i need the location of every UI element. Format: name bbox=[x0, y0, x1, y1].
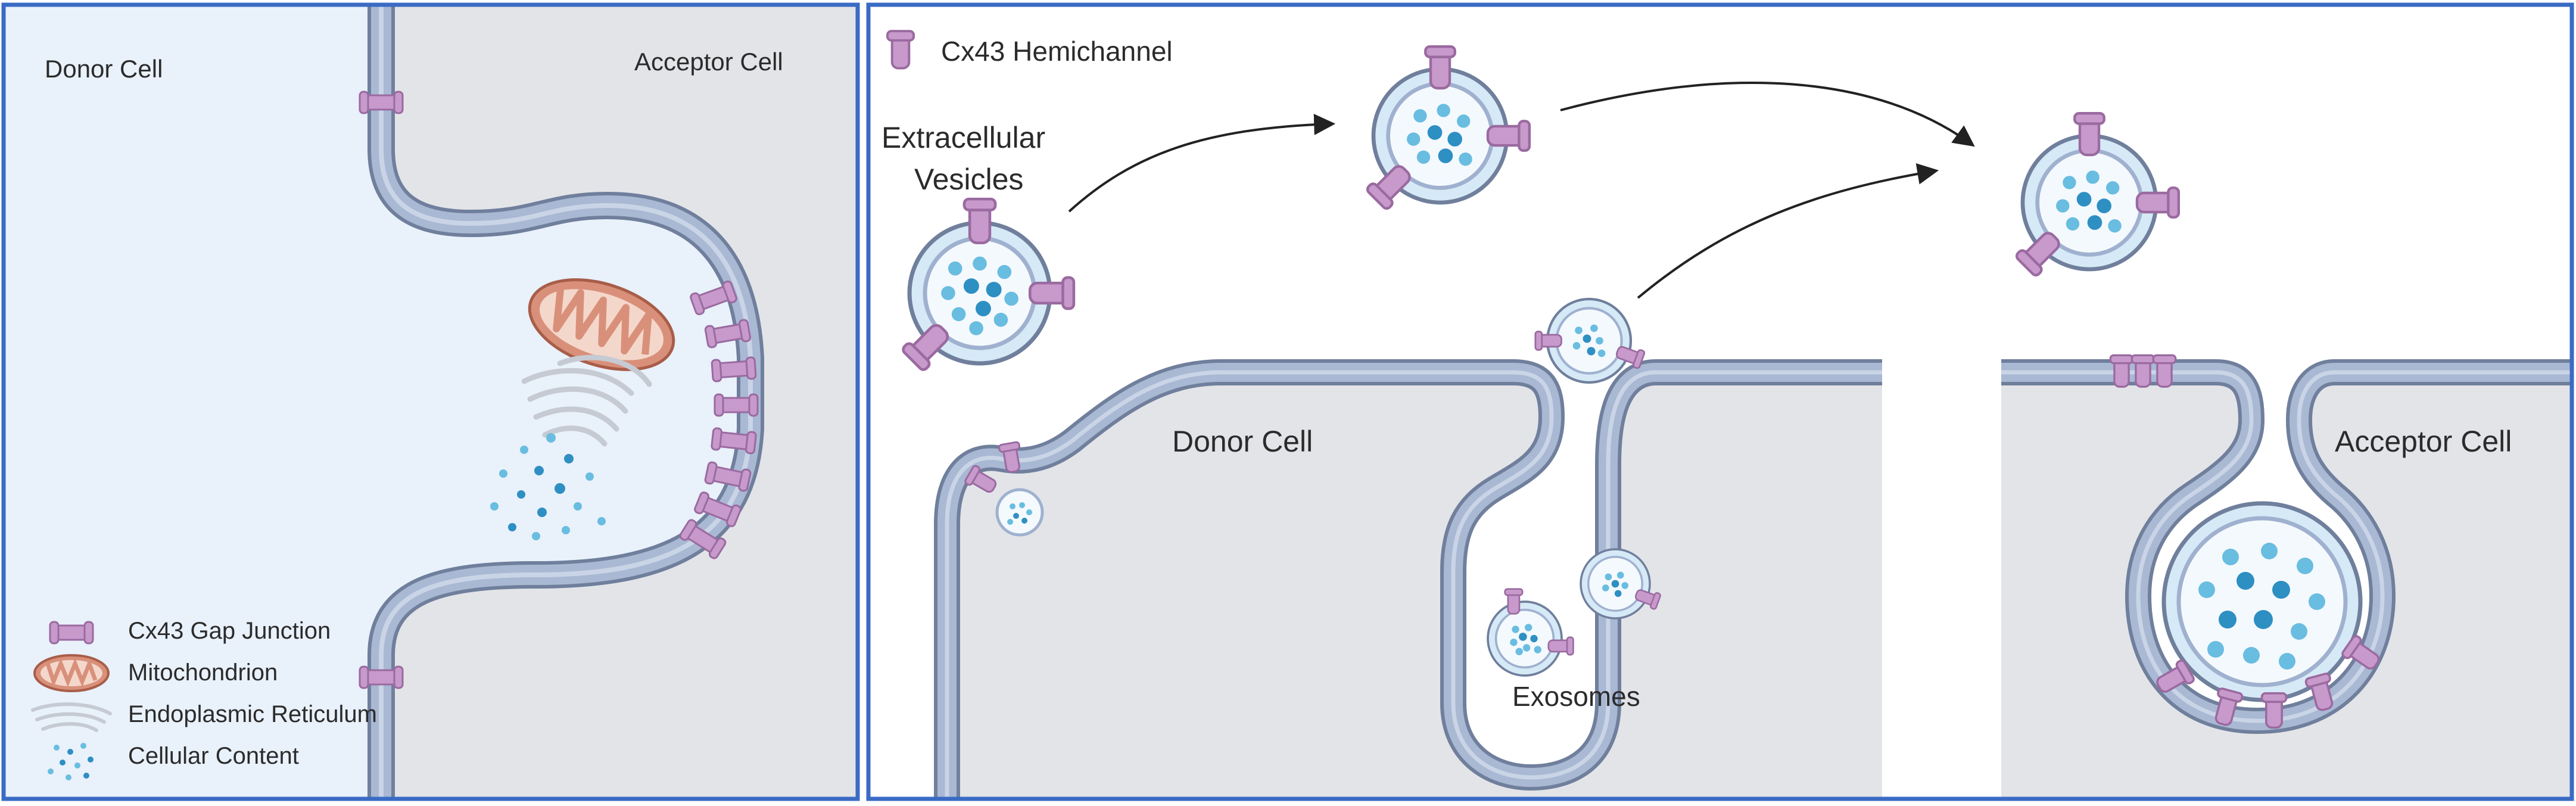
hemichannel-legend-label: Cx43 Hemichannel bbox=[941, 36, 1173, 67]
left-acceptor-area bbox=[381, 5, 858, 799]
transfer-arrow-3 bbox=[1637, 163, 1939, 299]
cellular-content-icon bbox=[2198, 543, 2325, 670]
right-panel-border bbox=[866, 2, 2574, 801]
extracellular-vesicle-3 bbox=[2015, 113, 2179, 277]
donor-cell-area bbox=[947, 372, 1882, 799]
acceptor-cell-area bbox=[2001, 372, 2572, 799]
internalized-vesicle bbox=[2161, 501, 2363, 702]
legend-label-endoplasmic-reticulum: Endoplasmic Reticulum bbox=[128, 701, 377, 727]
exosome bbox=[1580, 548, 1662, 620]
gap-junction-icon bbox=[49, 621, 94, 645]
extracellular-vesicle-1 bbox=[901, 199, 1073, 371]
ev-label-line1: Extracellular bbox=[881, 121, 1045, 154]
legend-label-gap-junction: Cx43 Gap Junction bbox=[128, 618, 331, 644]
gap-junction-icon bbox=[359, 665, 404, 689]
exosomes-label: Exosomes bbox=[1512, 681, 1640, 712]
left-acceptor-label: Acceptor Cell bbox=[634, 48, 783, 76]
left-panel-border bbox=[1, 2, 860, 801]
hemichannel-icon bbox=[886, 30, 915, 70]
endoplasmic-reticulum-icon bbox=[31, 702, 112, 732]
cellular-content-icon bbox=[490, 433, 606, 540]
gap-junction-icon bbox=[359, 91, 404, 114]
left-donor-label: Donor Cell bbox=[45, 55, 163, 83]
legend-label-cellular-content: Cellular Content bbox=[128, 743, 299, 769]
ev-label-line2: Vesicles bbox=[914, 163, 1023, 196]
hemichannel-icon bbox=[2130, 354, 2156, 388]
extracellular-vesicle-2 bbox=[1366, 46, 1530, 210]
cellular-content-icon bbox=[48, 743, 94, 780]
endoplasmic-reticulum-icon bbox=[521, 354, 652, 447]
donor-cell-label: Donor Cell bbox=[1172, 425, 1313, 458]
hemichannel-icon bbox=[2109, 354, 2134, 388]
transfer-arrow-2 bbox=[1560, 82, 1975, 147]
legend: Cx43 Gap Junction Mitochondrion Endoplas… bbox=[31, 618, 377, 780]
right-panel: Exosomes bbox=[866, 2, 2574, 801]
hemichannel-icon bbox=[2152, 354, 2177, 388]
transfer-arrow-1 bbox=[1068, 113, 1336, 213]
exosome bbox=[1487, 588, 1574, 677]
acceptor-cell-label: Acceptor Cell bbox=[2335, 425, 2512, 458]
budding-vesicle bbox=[963, 440, 1044, 537]
mitochondrion-icon bbox=[33, 654, 110, 692]
legend-label-mitochondrion: Mitochondrion bbox=[128, 659, 278, 686]
left-panel: Donor Cell Acceptor Cell Cx43 Gap Juncti… bbox=[1, 2, 860, 801]
mitochondrion-icon bbox=[528, 278, 675, 371]
released-exosome bbox=[1534, 299, 1646, 382]
hemichannel-icon bbox=[2260, 692, 2288, 729]
